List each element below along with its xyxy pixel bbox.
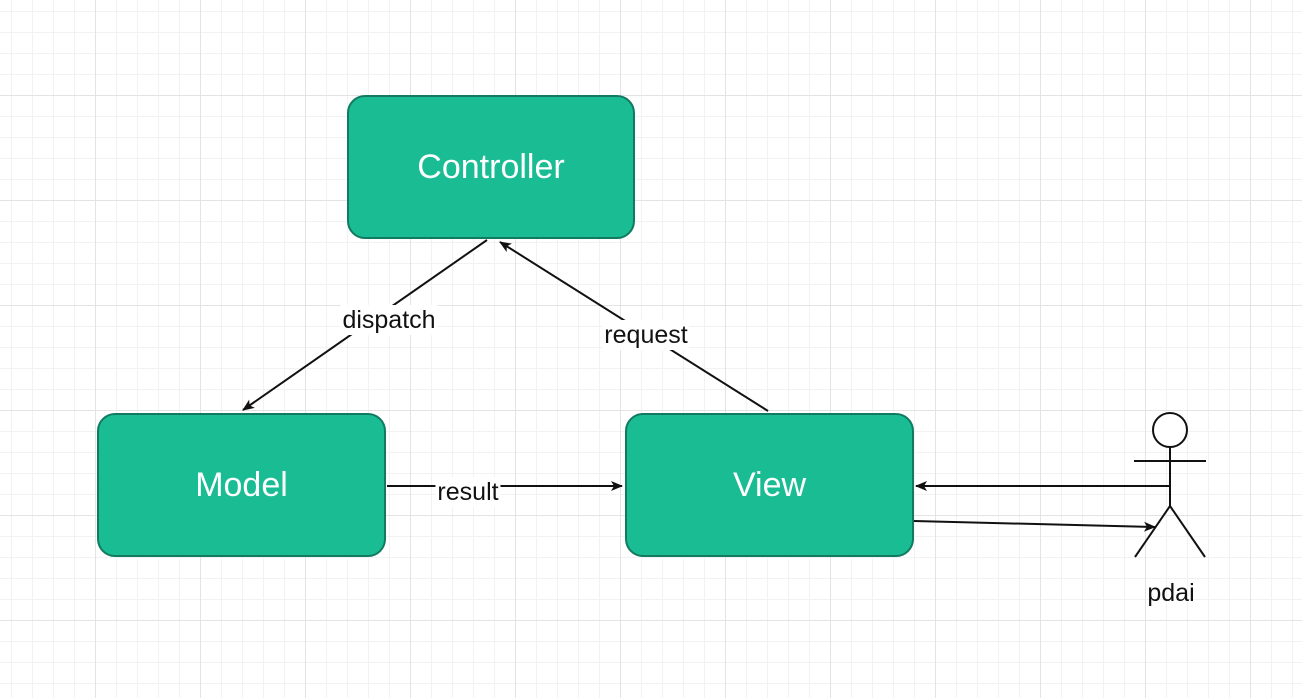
result-edge-label: result [435,477,501,507]
stick-figure-actor-icon[interactable] [1134,412,1206,558]
model-node[interactable]: Model [97,413,386,557]
actor-label: pdai [1147,579,1195,607]
dispatch-edge-label: dispatch [340,305,438,335]
controller-node[interactable]: Controller [347,95,635,239]
request-edge-label: request [602,320,690,350]
view-node[interactable]: View [625,413,914,557]
view-to-actor-arrow[interactable] [913,520,1156,532]
